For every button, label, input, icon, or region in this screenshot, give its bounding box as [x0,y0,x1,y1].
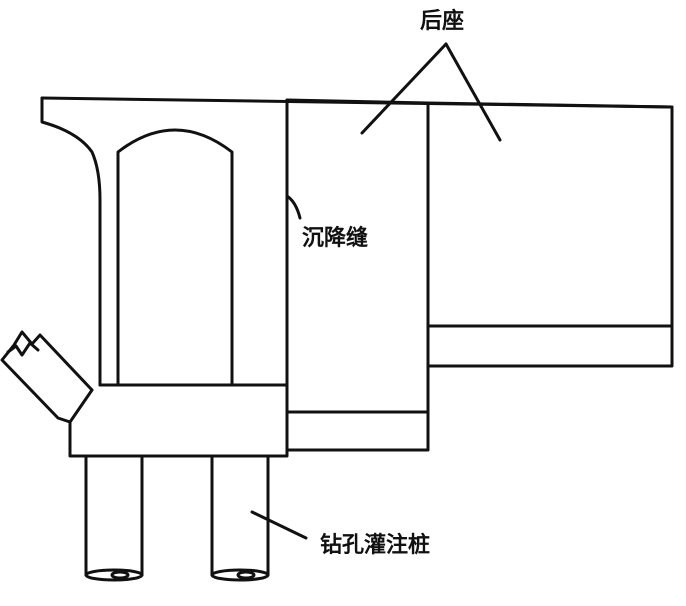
label-bored-pile: 钻孔灌注桩 [320,532,430,558]
arched-opening [116,128,234,387]
backwall-right [426,101,674,368]
leader-backwall-right [444,42,502,142]
pile-right-base [210,568,270,582]
leader-backwall-left [360,42,448,135]
pile-left-base-inner [110,570,130,580]
pile-left [84,454,144,577]
inclined-brace [0,330,94,424]
pile-right-base-inner [236,570,256,580]
pile-cap [68,388,289,458]
left-wing-outline [40,96,102,387]
backwall-middle [285,98,430,452]
label-settlement-joint: 沉降缝 [302,225,368,251]
leader-bored-pile [250,510,308,540]
leader-settlement-joint [285,194,302,220]
label-backwall: 后座 [420,8,464,34]
pile-left-base [84,568,144,582]
brace-break-line [6,341,40,357]
pile-right [210,454,270,577]
